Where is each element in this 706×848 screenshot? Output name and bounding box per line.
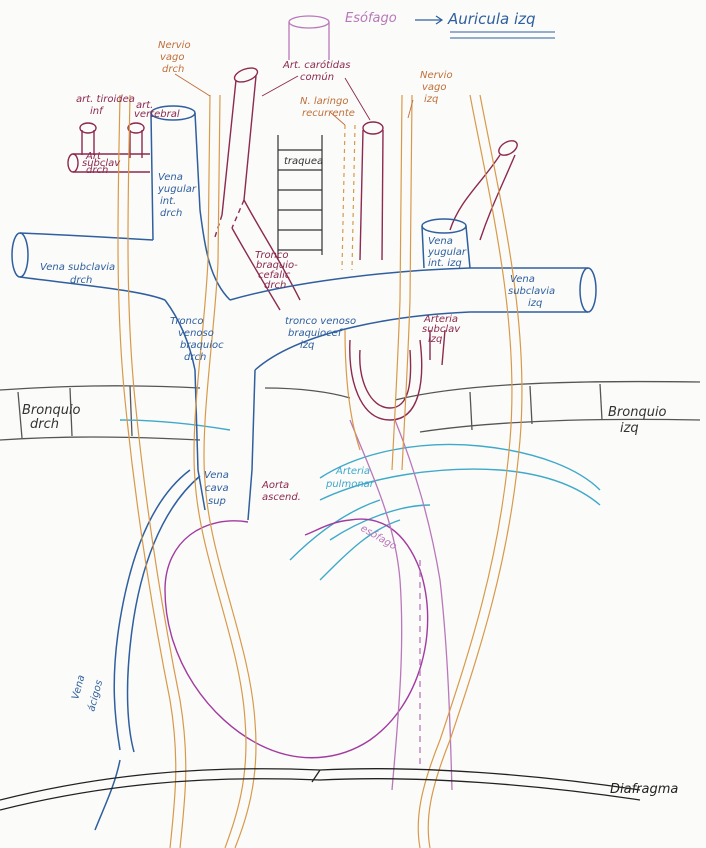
esophagus bbox=[288, 15, 453, 791]
label-arteria-pulmonar-1: Arteria bbox=[335, 466, 370, 477]
label-arteria-subclav-iz-3: izq bbox=[428, 334, 442, 345]
label-art-carotidas-2: común bbox=[300, 71, 334, 83]
label-art-tiroidea-1: art. tiroidea bbox=[76, 94, 135, 105]
label-nervio-vago-dr-1: Nervio bbox=[158, 40, 191, 51]
label-tronco-braq-1: Tronco bbox=[255, 250, 289, 261]
diaphragm bbox=[0, 768, 641, 811]
label-tronco-venoso-dr-1: Tronco bbox=[170, 316, 204, 327]
label-n-laringeo-1: N. laringo bbox=[300, 96, 348, 107]
label-traquea: traquea bbox=[284, 156, 323, 167]
label-tronco-venoso-iz-2: braquiocef bbox=[288, 328, 343, 339]
arteries bbox=[67, 67, 518, 421]
label-art-vertebral-1: art. bbox=[136, 100, 153, 111]
label-arteria-subclav-iz-2: subclav bbox=[422, 324, 461, 335]
label-tronco-venoso-iz-3: izq bbox=[300, 340, 314, 351]
label-art-tiroidea-2: inf bbox=[90, 106, 104, 117]
label-nervio-vago-dr-2: vago bbox=[160, 52, 185, 63]
label-vena-cava-1: Vena bbox=[204, 470, 229, 481]
label-vena-azigos-2: ácigos bbox=[85, 679, 105, 713]
label-vena-subclav-dr-1: Vena subclavia bbox=[40, 262, 115, 273]
label-auricula: Auricula izq bbox=[447, 10, 536, 28]
label-art-vertebral-2: vertebral bbox=[134, 109, 180, 120]
label-vena-subclav-dr-2: drch bbox=[70, 275, 92, 286]
label-vena-yug-iz-3: int. izq bbox=[428, 258, 462, 269]
trachea bbox=[277, 135, 323, 260]
label-nervio-vago-iz-2: vago bbox=[422, 82, 447, 93]
labels: Esófago Auricula izq Nervio vago drch Ar… bbox=[22, 10, 678, 797]
label-tronco-braq-3: cefalic bbox=[258, 270, 291, 281]
label-tronco-braq-2: braquio- bbox=[256, 260, 298, 271]
label-nervio-vago-iz-1: Nervio bbox=[420, 70, 453, 81]
label-art-subclav-dr-1: Art bbox=[85, 151, 102, 162]
label-esofago: Esófago bbox=[345, 11, 397, 26]
label-nervio-vago-dr-3: drch bbox=[162, 64, 184, 75]
label-vena-subclav-iz-1: Vena bbox=[510, 274, 535, 285]
label-vena-cava-2: cava bbox=[205, 483, 229, 494]
label-vena-yug-dr-1: Vena bbox=[158, 172, 183, 183]
nerves bbox=[117, 94, 523, 848]
label-tronco-venoso-dr-2: venoso bbox=[178, 328, 214, 339]
label-art-carotidas-1: Art. carótidas bbox=[282, 59, 350, 71]
pointer-lines bbox=[174, 73, 414, 126]
label-aorta-2: ascend. bbox=[262, 492, 301, 503]
label-tronco-venoso-dr-4: drch bbox=[184, 352, 206, 363]
label-n-laringeo-2: recurrente bbox=[302, 108, 355, 119]
label-vena-subclav-iz-3: izq bbox=[528, 298, 542, 309]
label-vena-yug-dr-4: drch bbox=[160, 208, 182, 219]
label-tronco-venoso-iz-1: tronco venoso bbox=[285, 316, 356, 327]
label-nervio-vago-iz-3: izq bbox=[424, 94, 438, 105]
label-vena-azigos-1: Vena bbox=[70, 674, 87, 701]
label-bronquio-dr-1: Bronquio bbox=[22, 403, 81, 418]
label-vena-yug-iz-2: yugular bbox=[427, 247, 467, 258]
label-art-subclav-dr-3: drch bbox=[86, 165, 108, 176]
label-vena-yug-dr-3: int. bbox=[160, 196, 176, 207]
label-bronquio-iz-1: Bronquio bbox=[608, 405, 667, 420]
label-bronquio-iz-2: izq bbox=[620, 421, 639, 436]
pulmonary-artery bbox=[119, 419, 601, 581]
label-diafragma: Diafragma bbox=[610, 782, 678, 797]
label-bronquio-dr-2: drch bbox=[30, 417, 59, 432]
label-tronco-venoso-dr-3: braquioc bbox=[180, 340, 224, 351]
label-arteria-subclav-iz-1: Arteria bbox=[423, 314, 458, 325]
label-arteria-pulmonar-2: pulmonar bbox=[325, 479, 375, 490]
heart-outline bbox=[164, 518, 429, 759]
label-vena-cava-3: sup bbox=[208, 496, 226, 507]
label-aorta-1: Aorta bbox=[261, 480, 289, 491]
label-vena-yug-dr-2: yugular bbox=[157, 184, 197, 195]
label-vena-yug-iz-1: Vena bbox=[428, 236, 453, 247]
label-vena-subclav-iz-2: subclavia bbox=[508, 286, 555, 297]
label-tronco-braq-4: drch bbox=[264, 280, 286, 291]
label-art-subclav-dr-2: subclav bbox=[82, 158, 121, 169]
bronchi-outline bbox=[0, 380, 701, 441]
veins bbox=[11, 105, 597, 831]
